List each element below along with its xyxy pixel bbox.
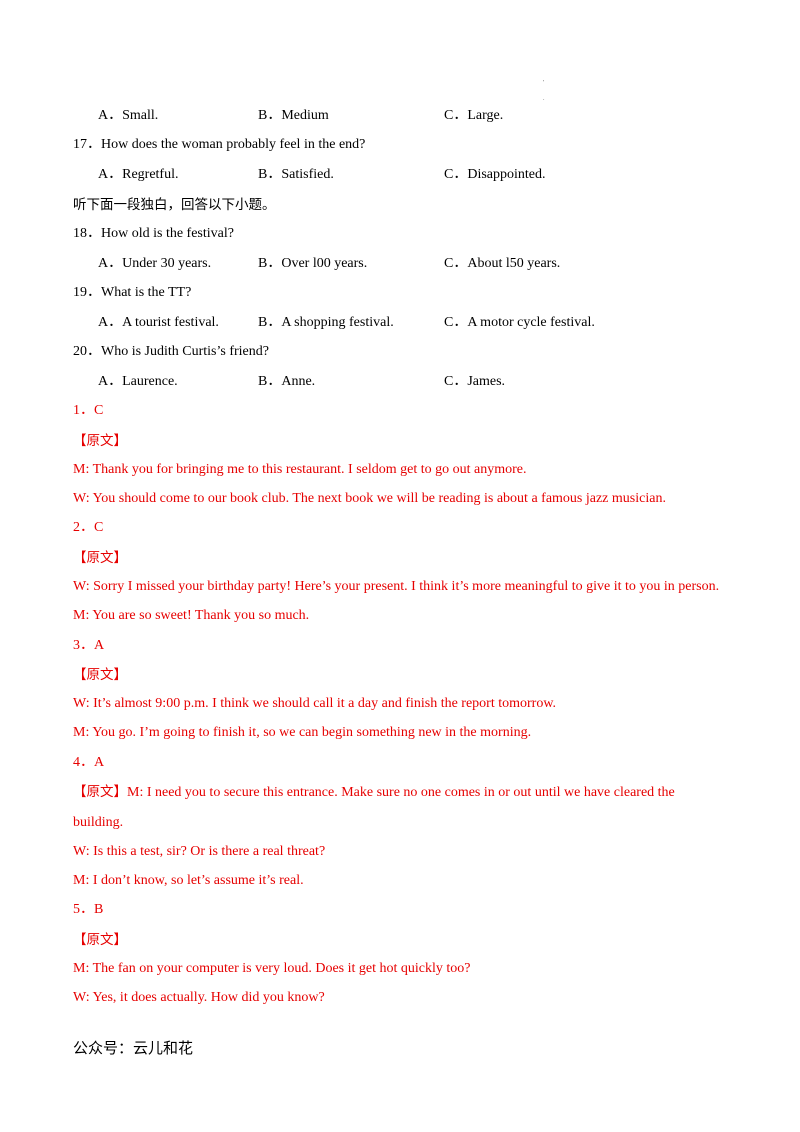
q18-option-b: B．Over l00 years. — [258, 256, 368, 271]
answer-2-label: 【原文】 — [73, 550, 127, 566]
footer-account: 公众号：云儿和花 — [73, 1039, 194, 1057]
answer-4-label: 【原文】 — [73, 784, 127, 800]
stray-mark: ' — [543, 80, 545, 86]
answer-3-line-2: M: You go. I’m going to finish it, so we… — [73, 725, 532, 740]
answer-4-line-1: M: I need you to secure this entrance. M… — [127, 785, 675, 800]
q20-stem: 20．Who is Judith Curtis’s friend? — [73, 344, 269, 359]
answer-3-label: 【原文】 — [73, 667, 127, 683]
q19-option-b: B．A shopping festival. — [258, 315, 394, 330]
q20-option-b: B．Anne. — [258, 374, 316, 389]
answer-3-line-1: W: It’s almost 9:00 p.m. I think we shou… — [73, 696, 557, 711]
answer-5: 5．B — [73, 902, 104, 917]
answer-5-line-2: W: Yes, it does actually. How did you kn… — [73, 990, 325, 1005]
q20-option-c: C．James. — [444, 374, 506, 389]
answer-2-line-1: W: Sorry I missed your birthday party! H… — [73, 579, 720, 594]
q17-option-a: A．Regretful. — [98, 167, 179, 182]
answer-1-line-2: W: You should come to our book club. The… — [73, 491, 666, 506]
answer-4-line-3: W: Is this a test, sir? Or is there a re… — [73, 844, 326, 859]
answer-1: 1．C — [73, 403, 104, 418]
q18-stem: 18．How old is the festival? — [73, 226, 234, 241]
q19-option-c: C．A motor cycle festival. — [444, 315, 595, 330]
q16-option-a: A．Small. — [98, 108, 159, 123]
answer-4-line-2: building. — [73, 815, 124, 830]
answer-1-line-1: M: Thank you for bringing me to this res… — [73, 462, 527, 477]
answer-2: 2．C — [73, 520, 104, 535]
q18-option-a: A．Under 30 years. — [98, 256, 212, 271]
answer-4-line-4: M: I don’t know, so let’s assume it’s re… — [73, 873, 304, 888]
q17-option-c: C．Disappointed. — [444, 167, 546, 182]
q16-option-c: C．Large. — [444, 108, 504, 123]
answer-4-first-line: 【原文】M: I need you to secure this entranc… — [73, 783, 675, 802]
answer-2-line-2: M: You are so sweet! Thank you so much. — [73, 608, 310, 623]
q17-stem: 17．How does the woman probably feel in t… — [73, 137, 366, 152]
monologue-instruction: 听下面一段独白，回答以下小题。 — [73, 197, 276, 213]
stray-mark: . — [543, 96, 545, 102]
q18-option-c: C．About l50 years. — [444, 256, 561, 271]
q17-option-b: B．Satisfied. — [258, 167, 334, 182]
answer-5-label: 【原文】 — [73, 932, 127, 948]
answer-4: 4．A — [73, 755, 105, 770]
answer-5-line-1: M: The fan on your computer is very loud… — [73, 961, 471, 976]
answer-3: 3．A — [73, 638, 105, 653]
q19-option-a: A．A tourist festival. — [98, 315, 219, 330]
answer-1-label: 【原文】 — [73, 433, 127, 449]
q20-option-a: A．Laurence. — [98, 374, 178, 389]
q19-stem: 19．What is the TT? — [73, 285, 192, 300]
q16-option-b: B．Medium — [258, 108, 329, 123]
